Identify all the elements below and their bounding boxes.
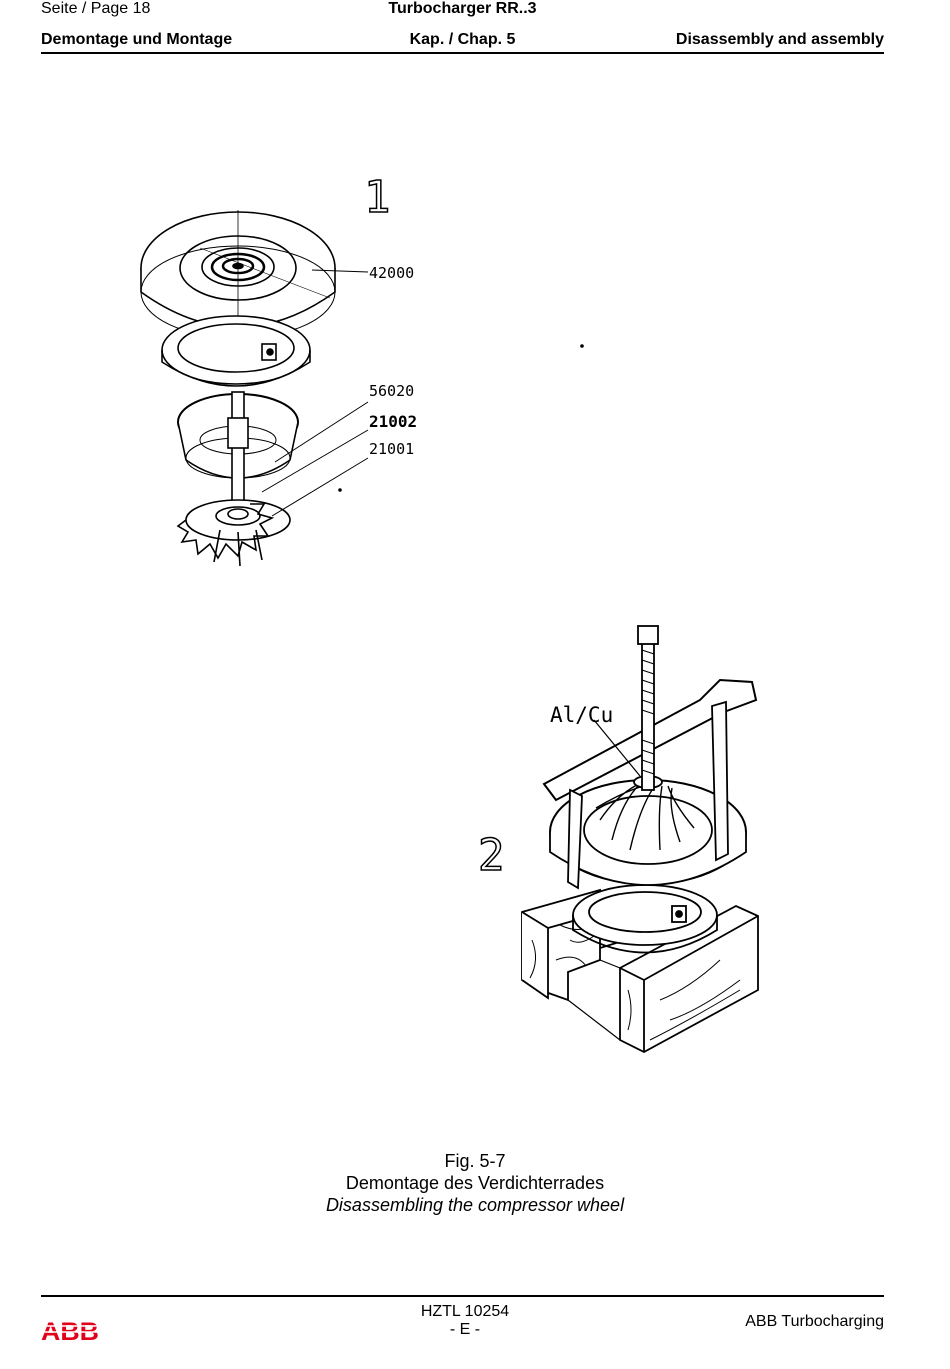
part-label-21002: 21002: [369, 412, 417, 431]
abb-logo-text: ABB: [41, 1318, 99, 1344]
page-label: Seite / Page 18: [41, 0, 151, 17]
abb-logo: ABB: [41, 1318, 101, 1344]
section-title-en: Disassembly and assembly: [675, 31, 884, 48]
part-label-56020: 56020: [369, 382, 414, 400]
company-name: ABB Turbocharging: [745, 1313, 884, 1330]
part-label-21001: 21001: [369, 440, 414, 458]
figure-2-drawing: [521, 625, 759, 1054]
figure-1-drawing: [140, 210, 584, 567]
footer-rule: [41, 1295, 884, 1297]
document-title: Turbocharger RR..3: [388, 0, 537, 17]
header-top: Seite / Page 18 Turbocharger RR..3: [41, 0, 884, 22]
section-title-de: Demontage und Montage: [41, 31, 233, 48]
chapter-label: Kap. / Chap. 5: [409, 31, 516, 48]
technical-drawing: 1 42000 56020 21002 21001: [140, 171, 759, 1054]
figure-title-de: Demontage des Verdichterrades: [345, 1173, 605, 1193]
figure-number: Fig. 5-7: [444, 1151, 506, 1171]
header-rule: [41, 52, 884, 54]
part-label-42000: 42000: [369, 264, 414, 282]
header-sub: Demontage und Montage Kap. / Chap. 5 Dis…: [41, 31, 884, 53]
figure-caption: Fig. 5-7 Demontage des Verdichterrades D…: [0, 1150, 950, 1216]
edition-label: - E -: [449, 1321, 481, 1338]
footer-doc-info: HZTL 10254 - E -: [0, 1303, 930, 1339]
step-number-2: 2: [478, 830, 505, 881]
step-number-1: 1: [364, 172, 391, 223]
material-label-alcu: Al/Cu: [550, 703, 613, 727]
doc-number: HZTL 10254: [420, 1303, 510, 1320]
figure-title-en: Disassembling the compressor wheel: [325, 1195, 625, 1215]
